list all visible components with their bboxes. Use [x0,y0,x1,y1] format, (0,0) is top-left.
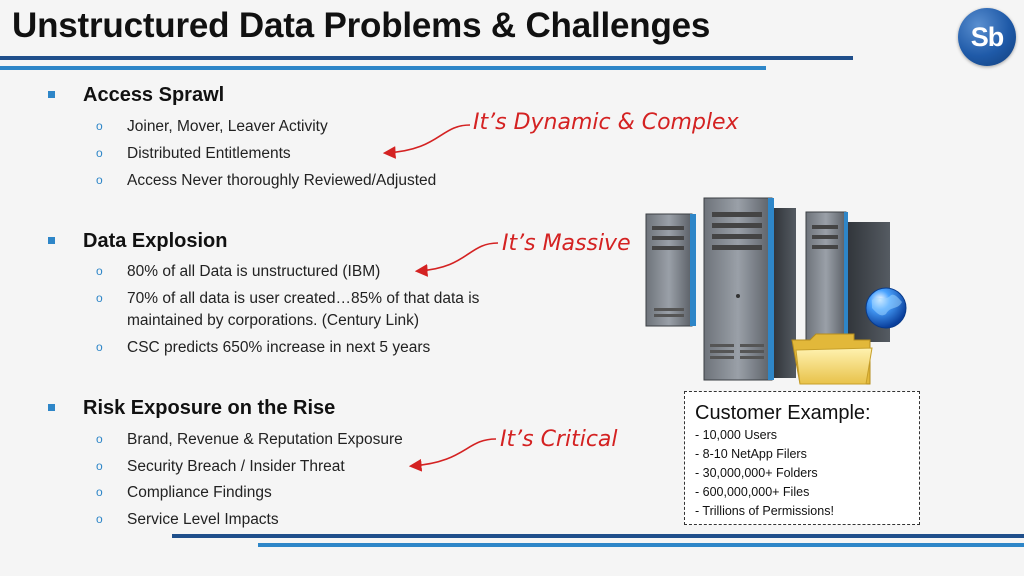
arrow-dynamic [382,124,471,159]
section-heading: Data Explosion [83,230,228,252]
circle-bullet-icon: o [96,459,103,473]
callout-critical: It’s Critical [500,427,618,452]
logo-badge: Sb [958,8,1016,66]
square-bullet-icon [48,91,55,98]
server-tower-icon [645,213,696,327]
server-tower-icon [703,197,796,381]
customer-example-line: - 10,000 Users [695,428,777,442]
footer-line-dark [172,534,1024,538]
circle-bullet-icon: o [96,264,103,278]
circle-bullet-icon: o [96,432,103,446]
circle-bullet-icon: o [96,485,103,499]
section-heading: Access Sprawl [83,84,225,106]
square-bullet-icon [48,237,55,244]
circle-bullet-icon: o [96,146,103,160]
callout-dynamic-complex: It’s Dynamic & Complex [473,110,739,135]
page-title: Unstructured Data Problems & Challenges [12,6,711,45]
customer-example-heading: Customer Example: [695,402,871,424]
server-tower-icon [805,211,890,343]
customer-example-line: - Trillions of Permissions! [695,504,834,518]
globe-icon [865,287,907,329]
arrow-critical [408,438,497,472]
title-underline-light [0,66,766,70]
server-illustration [645,197,907,385]
customer-example-box: Customer Example: - 10,000 Users - 8-10 … [684,391,920,525]
footer-line-light [258,543,1024,547]
circle-bullet-icon: o [96,119,103,133]
customer-example-line: - 30,000,000+ Folders [695,466,818,480]
square-bullet-icon [48,404,55,411]
callout-massive: It’s Massive [502,231,631,256]
customer-example-line: - 8-10 NetApp Filers [695,447,807,461]
title-underline-dark [0,56,853,60]
customer-example-line: - 600,000,000+ Files [695,485,810,499]
section-heading: Risk Exposure on the Rise [83,397,336,419]
folder-icon [791,333,873,385]
circle-bullet-icon: o [96,173,103,187]
circle-bullet-icon: o [96,291,103,305]
circle-bullet-icon: o [96,512,103,526]
circle-bullet-icon: o [96,340,103,354]
arrow-massive [414,242,499,277]
